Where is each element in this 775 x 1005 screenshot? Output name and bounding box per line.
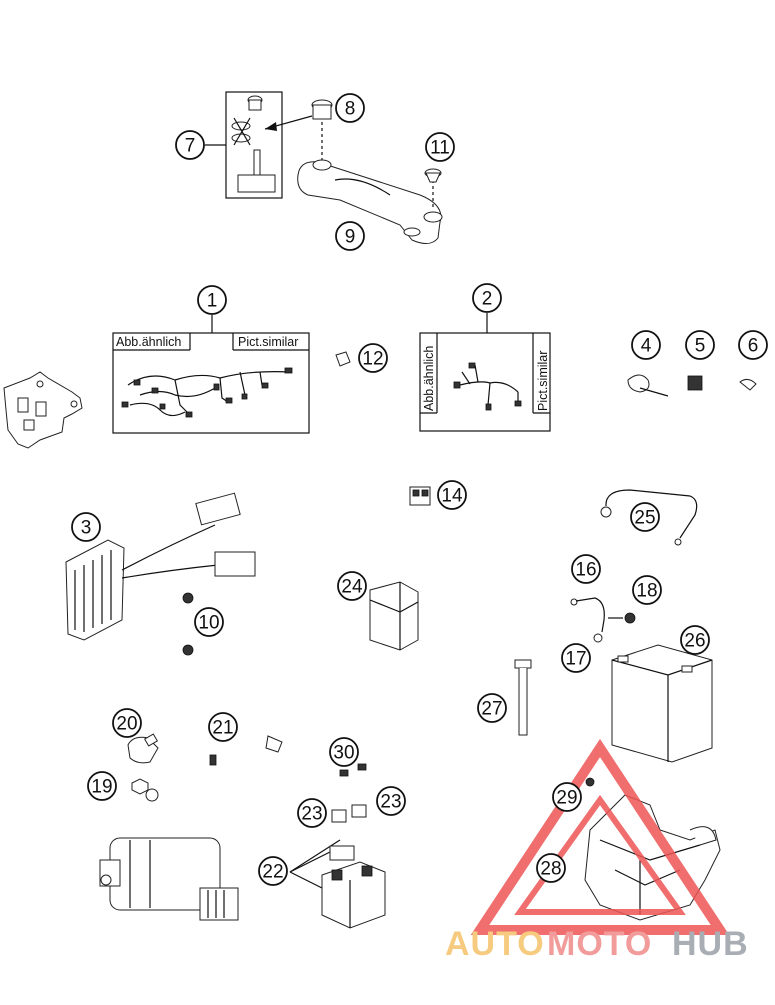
callout-8: 8: [335, 93, 365, 123]
svg-text:17: 17: [565, 649, 586, 670]
svg-text:7: 7: [185, 136, 196, 157]
callout-20: 20: [112, 708, 142, 738]
part-11: [424, 168, 442, 183]
callout-3: 3: [71, 512, 101, 542]
callout-25: 25: [630, 502, 660, 532]
callout-19: 19: [87, 771, 117, 801]
part-26-battery: [611, 644, 713, 763]
part-21-starter-cable: [145, 735, 283, 802]
callout-12: 12: [358, 343, 388, 373]
part-7-detail: [205, 91, 313, 199]
part-14-connector: [409, 486, 431, 506]
svg-text:11: 11: [430, 138, 450, 159]
part-8: [311, 99, 333, 160]
svg-text:14: 14: [441, 486, 463, 507]
watermark-logo: AUTO MOTO HUB: [445, 738, 749, 963]
part-23-fuses: [331, 804, 367, 823]
callout-23-right: 23: [376, 786, 406, 816]
callout-27: 27: [477, 693, 507, 723]
svg-text:16: 16: [575, 560, 596, 581]
callout-11: 11: [425, 132, 455, 162]
callout-5: 5: [685, 330, 715, 360]
svg-text:26: 26: [684, 631, 705, 652]
svg-text:6: 6: [748, 336, 759, 357]
svg-text:8: 8: [345, 99, 356, 120]
part-12: [335, 351, 351, 367]
svg-text:3: 3: [81, 518, 92, 539]
part-18-screw: [608, 612, 636, 624]
part-17-washer: [593, 633, 603, 643]
callout-21: 21: [208, 712, 238, 742]
svg-text:19: 19: [91, 777, 112, 798]
svg-text:21: 21: [212, 718, 233, 739]
part-9-bracket: [297, 159, 443, 244]
svg-text:10: 10: [198, 613, 219, 634]
part-4-cable-tie: [627, 374, 669, 397]
box1-left-label: Abb.ähnlich: [116, 335, 181, 349]
svg-text:25: 25: [634, 508, 655, 529]
svg-text:1: 1: [207, 291, 218, 312]
part-30-fuses: [339, 763, 367, 777]
svg-text:23: 23: [301, 804, 322, 825]
part-22-starter-relay: [289, 839, 386, 929]
callout-14: 14: [437, 480, 467, 510]
svg-text:29: 29: [556, 788, 577, 809]
callout-30: 30: [329, 737, 359, 767]
svg-text:22: 22: [262, 862, 283, 883]
callout-22: 22: [258, 856, 288, 886]
callout-10: 10: [194, 607, 224, 637]
part-5-clip: [687, 375, 703, 391]
callout-29: 29: [552, 782, 582, 812]
callout-24: 24: [337, 571, 367, 601]
callout-28: 28: [536, 853, 566, 883]
box1-right-label: Pict.similar: [238, 335, 298, 349]
part-19-nut: [131, 778, 149, 795]
watermark-auto: AUTO: [445, 925, 545, 963]
part-20-cap: [127, 733, 159, 764]
svg-text:12: 12: [362, 349, 383, 370]
part-16-cable: [570, 597, 605, 633]
wiring-harness-box-1: [112, 315, 310, 434]
callout-7: 7: [175, 130, 205, 160]
callout-4: 4: [631, 330, 661, 360]
svg-text:27: 27: [481, 699, 502, 720]
part-27-strap: [514, 659, 532, 736]
svg-text:30: 30: [333, 743, 354, 764]
left-mount-bracket: [3, 371, 83, 449]
callout-6: 6: [738, 330, 768, 360]
svg-text:4: 4: [641, 336, 652, 357]
part-29-screw: [585, 777, 595, 787]
svg-text:9: 9: [345, 227, 356, 248]
svg-text:5: 5: [695, 336, 706, 357]
callout-18: 18: [632, 575, 662, 605]
part-25-cable: [600, 489, 698, 546]
svg-text:2: 2: [482, 289, 493, 310]
callout-16: 16: [571, 554, 601, 584]
part-24-relay: [369, 581, 419, 651]
callout-9: 9: [335, 221, 365, 251]
part-10-screws: [182, 592, 194, 656]
box2-left-label: Abb.ähnlich: [422, 346, 436, 411]
svg-text:23: 23: [380, 792, 401, 813]
svg-text:24: 24: [341, 577, 363, 598]
callout-23-left: 23: [297, 798, 327, 828]
starter-motor: [99, 837, 239, 921]
watermark-hub: HUB: [672, 925, 749, 963]
svg-text:28: 28: [540, 859, 561, 880]
box2-right-label: Pict.similar: [536, 351, 550, 411]
callout-1: 1: [197, 285, 227, 315]
callout-2: 2: [472, 283, 502, 313]
callout-26: 26: [680, 625, 710, 655]
part-3-voltage-regulator: [65, 492, 256, 641]
watermark-moto: MOTO: [547, 925, 652, 963]
callout-17: 17: [561, 643, 591, 673]
svg-text:18: 18: [636, 581, 657, 602]
part-6-clip: [739, 378, 757, 391]
svg-text:20: 20: [116, 714, 137, 735]
wiring-harness-box-2: [419, 313, 551, 432]
